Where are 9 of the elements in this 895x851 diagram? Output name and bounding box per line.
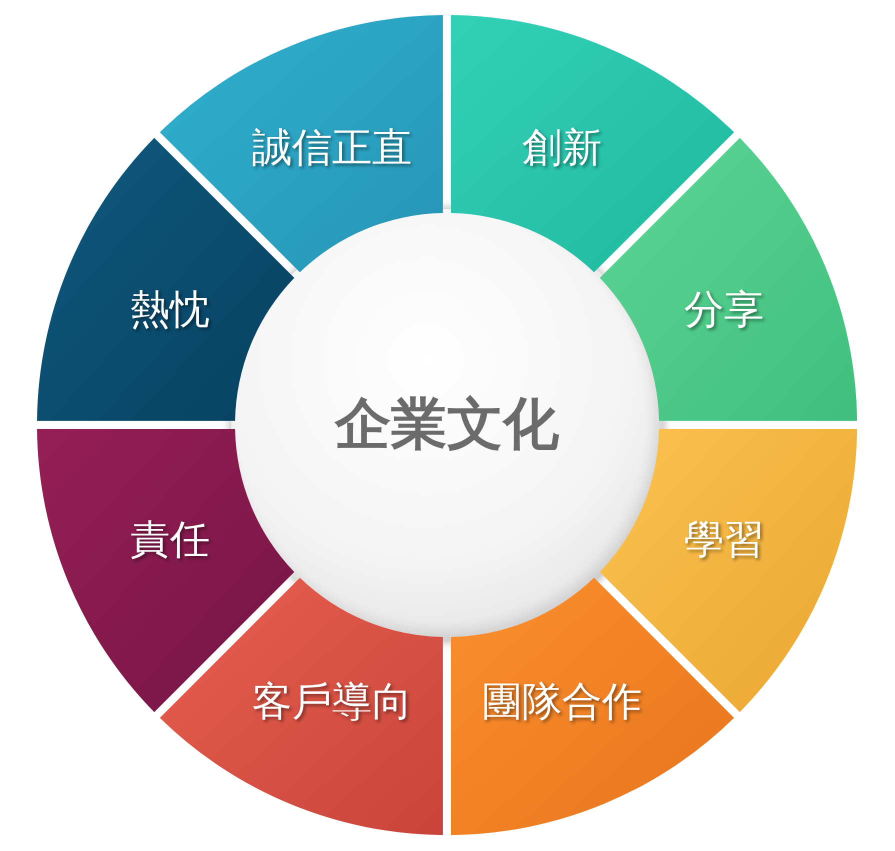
segment-label: 熱忱 xyxy=(130,288,210,332)
segment-label: 客戶導向 xyxy=(252,680,412,724)
segment-label: 分享 xyxy=(684,288,764,332)
segment-label: 創新 xyxy=(522,126,602,170)
segment-label: 團隊合作 xyxy=(482,680,642,724)
segment-label: 誠信正直 xyxy=(252,126,412,170)
center-label: 企業文化 xyxy=(335,394,559,456)
segment-label: 責任 xyxy=(130,518,210,562)
segment-label: 學習 xyxy=(684,518,764,562)
